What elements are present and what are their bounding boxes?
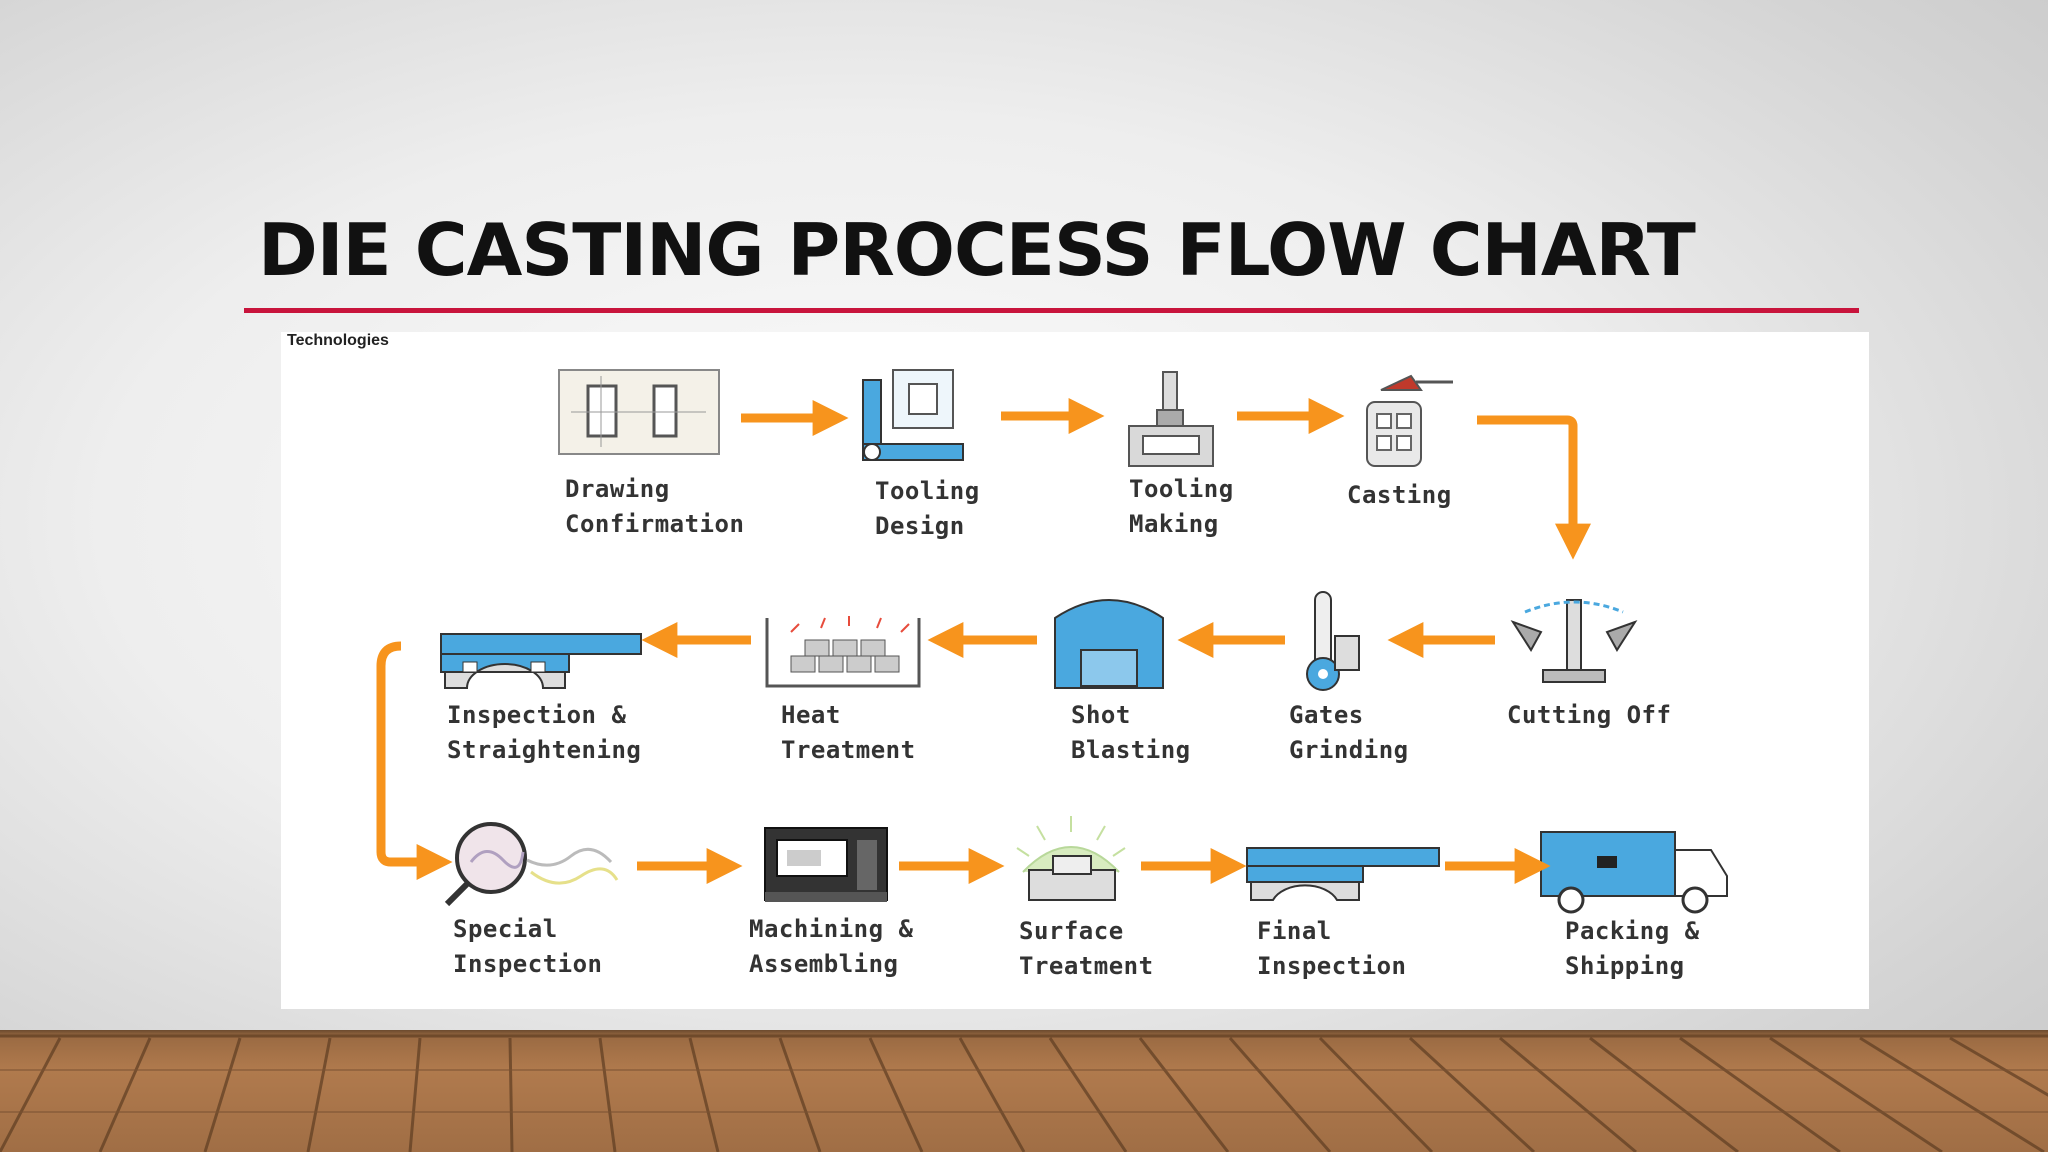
step-label-cutting-off: Cutting Off	[1507, 701, 1672, 729]
step-label-packing-shipping: Packing &Shipping	[1565, 917, 1700, 980]
tooling-design-icon	[862, 369, 964, 461]
watermark-label: Technologies	[287, 332, 389, 349]
step-label-casting: Casting	[1347, 481, 1452, 509]
flow-arrows	[376, 398, 1591, 884]
cnc-machine-icon	[764, 827, 888, 902]
arrow-4-5	[1477, 415, 1591, 560]
press-icon	[440, 633, 642, 689]
truck-icon	[1540, 831, 1728, 914]
inspection-bench-icon	[1246, 847, 1440, 901]
step-label-inspection-straightening: Inspection &Straightening	[447, 701, 642, 764]
furnace-icon	[765, 616, 921, 688]
magnifier-icon	[444, 822, 619, 907]
flow-diagram	[376, 369, 1728, 914]
ladle-icon	[1366, 374, 1453, 467]
flow-chart-panel: Technologies	[281, 332, 1869, 1009]
blasting-chamber-icon	[1054, 599, 1164, 689]
blueprint-icon	[558, 369, 720, 455]
wood-floor	[0, 1030, 2048, 1152]
step-label-machining-assembling: Machining &Assembling	[749, 915, 914, 978]
milling-machine-icon	[1128, 371, 1214, 467]
cutting-tool-icon	[1510, 599, 1638, 683]
slide-title: DIE CASTING PROCESS FLOW CHART	[258, 208, 1696, 292]
grinder-icon	[1306, 591, 1360, 691]
arrow-9-10	[376, 641, 453, 880]
title-underline	[244, 308, 1859, 313]
coating-icon	[1016, 816, 1126, 901]
